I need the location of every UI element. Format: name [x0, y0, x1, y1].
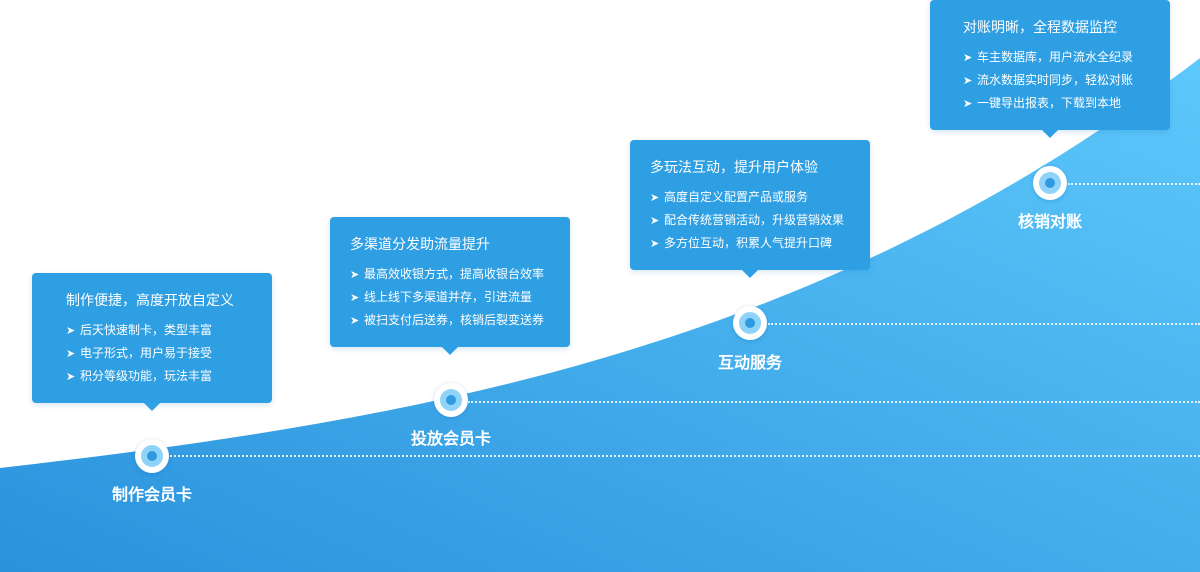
feature-list: ➤最高效收银方式，提高收银台效率 ➤线上线下多渠道并存，引进流量 ➤被扫支付后送…: [350, 263, 570, 332]
arrow-bullet-icon: ➤: [650, 237, 660, 250]
guide-line-4: [1068, 183, 1200, 185]
step-card-3: 多玩法互动，提升用户体验 ➤高度自定义配置产品或服务 ➤配合传统营销活动，升级营…: [630, 140, 870, 278]
arrow-bullet-icon: ➤: [66, 370, 76, 383]
arrow-bullet-icon: ➤: [650, 191, 660, 204]
card-title: 制作便捷，高度开放自定义: [66, 293, 234, 309]
arrow-bullet-icon: ➤: [66, 347, 76, 360]
card-title: 多玩法互动，提升用户体验: [650, 160, 818, 176]
feature-list: ➤高度自定义配置产品或服务 ➤配合传统营销活动，升级营销效果 ➤多方位互动，积累…: [650, 186, 870, 255]
list-item: ➤电子形式，用户易于接受: [66, 342, 272, 365]
list-item: ➤车主数据库，用户流水全纪录: [963, 46, 1170, 69]
list-item: ➤被扫支付后送券，核销后裂变送券: [350, 309, 570, 332]
step-node-4: [1033, 166, 1067, 200]
arrow-bullet-icon: ➤: [66, 324, 76, 337]
arrow-bullet-icon: ➤: [350, 291, 360, 304]
list-item: ➤高度自定义配置产品或服务: [650, 186, 870, 209]
step-label-3: 互动服务: [717, 353, 782, 372]
list-item: ➤后天快速制卡，类型丰富: [66, 319, 272, 342]
guide-line-3: [768, 323, 1200, 325]
arrow-bullet-icon: ➤: [963, 97, 973, 110]
arrow-bullet-icon: ➤: [350, 268, 360, 281]
feature-list: ➤后天快速制卡，类型丰富 ➤电子形式，用户易于接受 ➤积分等级功能，玩法丰富: [66, 319, 272, 388]
step-label-1: 制作会员卡: [111, 485, 192, 504]
step-card-2: 多渠道分发助流量提升 ➤最高效收银方式，提高收银台效率 ➤线上线下多渠道并存，引…: [330, 217, 570, 355]
list-item: ➤配合传统营销活动，升级营销效果: [650, 209, 870, 232]
card-title: 对账明晰，全程数据监控: [963, 20, 1117, 36]
card-title: 多渠道分发助流量提升: [350, 237, 490, 253]
arrow-bullet-icon: ➤: [963, 51, 973, 64]
arrow-bullet-icon: ➤: [650, 214, 660, 227]
list-item: ➤积分等级功能，玩法丰富: [66, 365, 272, 388]
feature-list: ➤车主数据库，用户流水全纪录 ➤流水数据实时同步，轻松对账 ➤一键导出报表，下载…: [963, 46, 1170, 115]
list-item: ➤多方位互动，积累人气提升口碑: [650, 232, 870, 255]
arrow-bullet-icon: ➤: [350, 314, 360, 327]
list-item: ➤一键导出报表，下载到本地: [963, 92, 1170, 115]
step-label-2: 投放会员卡: [410, 429, 491, 448]
step-label-4: 核销对账: [1017, 212, 1082, 231]
step-card-1: 制作便捷，高度开放自定义 ➤后天快速制卡，类型丰富 ➤电子形式，用户易于接受 ➤…: [32, 273, 272, 411]
step-node-1: [135, 439, 169, 473]
curve-fill: [0, 58, 1200, 572]
step-card-4: 对账明晰，全程数据监控 ➤车主数据库，用户流水全纪录 ➤流水数据实时同步，轻松对…: [930, 0, 1170, 138]
list-item: ➤最高效收银方式，提高收银台效率: [350, 263, 570, 286]
list-item: ➤流水数据实时同步，轻松对账: [963, 69, 1170, 92]
guide-line-1: [170, 455, 1200, 457]
guide-line-2: [468, 401, 1200, 403]
list-item: ➤线上线下多渠道并存，引进流量: [350, 286, 570, 309]
step-node-2: [434, 383, 468, 417]
arrow-bullet-icon: ➤: [963, 74, 973, 87]
step-node-3: [733, 306, 767, 340]
